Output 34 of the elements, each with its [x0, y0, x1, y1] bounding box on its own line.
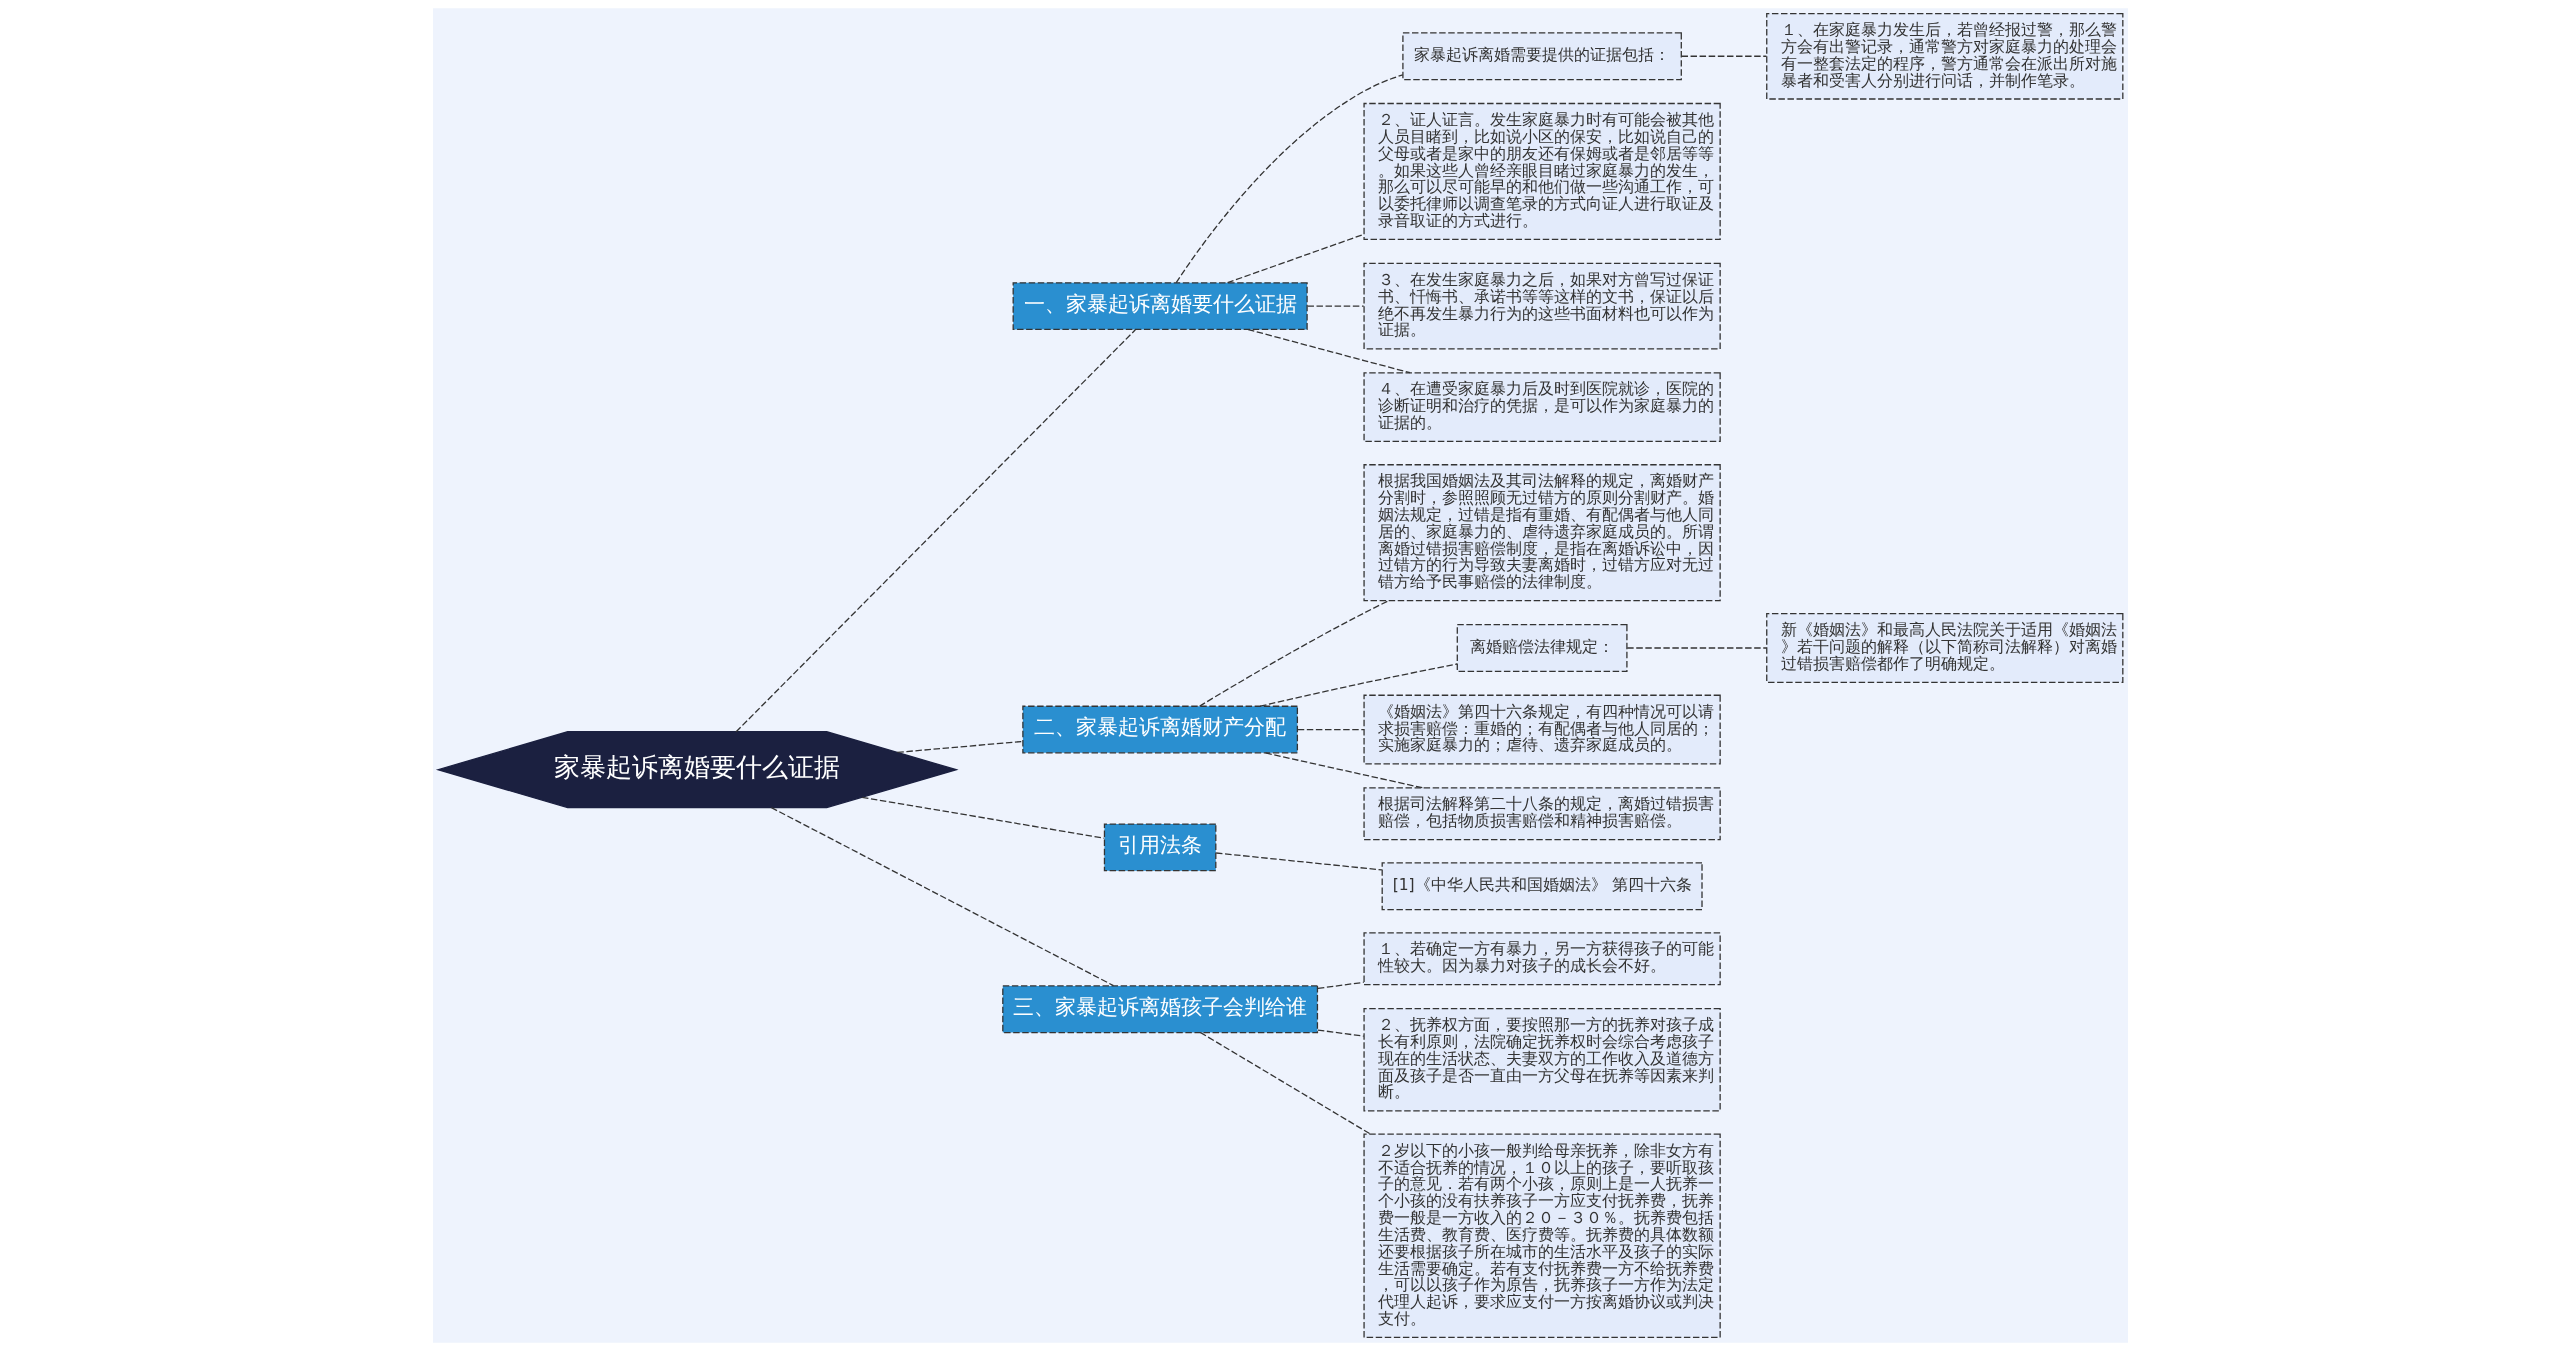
node-box: 新《婚姻法》和最高人民法院关于适用《婚姻法》若干问题的解释（以下简称司法解释）对离婚过错损害赔偿都作了明确规定。 — [1765, 613, 2123, 683]
node-box: １、若确定一方有暴力，另一方获得孩子的可能性较大。因为暴力对孩子的成长会不好。 — [1362, 932, 1721, 986]
node-box: １、在家庭暴力发生后，若曾经报过警，那么警方会有出警记录，通常警方对家庭暴力的处理会有一整套法定的程序，警方通常会在派出所对施暴者和受害人分别进行问话，并制作笔录。 — [1765, 12, 2123, 100]
node-box: 引用法条 — [1103, 823, 1216, 872]
connector — [1198, 600, 1389, 707]
node-box: ２岁以下的小孩一般判给母亲抚养，除非女方有不适合抚养的情况，１０以上的孩子，要听取孩子的意见．若有两个小孩，原则上是一人抚养一个小孩的没有扶养孩子一方应支付抚养费，抚养费一般是一方收入的２０－３０％。抚养费包括生活费、教育费、医疗费等。抚养费的具体数额还要根据孩子所在城市的生活水平及孩子的实际生活需要确定。若有支付抚养费一方不给抚养费，可以以孩子作为原告，抚养孩子一方作为法定代理人起诉，要求应支付一方按离婚协议或判决支付。 — [1362, 1133, 1721, 1339]
connector — [896, 740, 1023, 753]
connector — [1306, 305, 1364, 307]
node-box: ２、抚养权方面，要按照那一方的抚养对孩子成长有利原则，法院确定抚养权时会综合考虑孩子现在的生活状态、夫妻双方的工作收入及道德方面及孩子是否一直由一方父母在抚养等因素来判断。 — [1362, 1007, 1721, 1112]
connector — [1316, 981, 1364, 990]
connector — [1680, 55, 1767, 57]
node-box: ４、在遭受家庭暴力后及时到医院就诊，医院的诊断证明和治疗的凭据，是可以作为家庭暴力的证据的。 — [1362, 372, 1721, 443]
connector — [1316, 1029, 1364, 1037]
connector — [1215, 852, 1382, 871]
connector — [1226, 233, 1364, 284]
node-box: 根据司法解释第二十八条的规定，离婚过错损害赔偿，包括物质损害赔偿和精神损害赔偿。 — [1362, 787, 1721, 841]
node-box: 根据我国婚姻法及其司法解释的规定，离婚财产分割时，参照照顾无过错方的原则分割财产。婚姻法规定，过错是指有重婚、有配偶者与他人同居的、家庭暴力的、虐待遗弃家庭成员的。所谓离婚过错损害赔偿制度，是指在离婚诉讼中，因过错方的行为导致夫妻离婚时，过错方应对无过错方给予民事赔偿的法律制度。 — [1362, 464, 1721, 602]
connector — [860, 796, 1105, 839]
node-box: 家暴起诉离婚需要提供的证据包括： — [1401, 32, 1682, 81]
node-box: 一、家暴起诉离婚要什么证据 — [1012, 282, 1308, 331]
connector — [1199, 1032, 1371, 1135]
node-box: 《婚姻法》第四十六条规定，有四种情况可以请求损害赔偿：重婚的；有配偶者与他人同居的；实施家庭暴力的；虐待、遗弃家庭成员的。 — [1362, 694, 1721, 765]
node-box: ３、在发生家庭暴力之后，如果对方曾写过保证书、忏悔书、承诺书等等这样的文书，保证以后绝不再发生暴力行为的这些书面材料也可以作为证据。 — [1362, 262, 1721, 350]
node-box: 离婚赔偿法律规定： — [1456, 624, 1628, 672]
node-box: [1]《中华人民共和国婚姻法》 第四十六条 — [1381, 862, 1703, 911]
connector — [1296, 728, 1365, 731]
connector — [1626, 647, 1767, 649]
node-box: 三、家暴起诉离婚孩子会判给谁 — [1001, 985, 1318, 1034]
node-box: ２、证人证言。发生家庭暴力时有可能会被其他人员目睹到，比如说小区的保安，比如说自己的父母或者是家中的朋友还有保姆或者是邻居等等。如果这些人曾经亲眼目睹过家庭暴力的发生，那么可以尽可能早的和他们做一些沟通工作，可以委托律师以调查笔录的方式向证人进行取证及录音取证的方式进行。 — [1362, 102, 1721, 241]
connector — [1175, 74, 1403, 284]
node-box: 二、家暴起诉离婚财产分配 — [1021, 705, 1298, 754]
connector — [735, 329, 1136, 733]
connector — [770, 807, 1114, 987]
connector — [1259, 663, 1458, 707]
